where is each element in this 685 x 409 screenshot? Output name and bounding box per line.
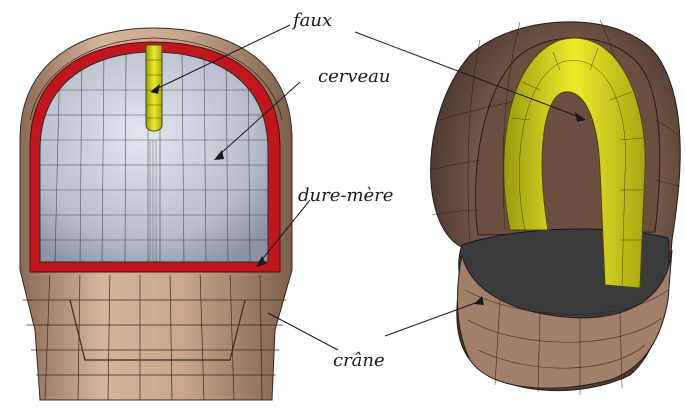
cerveau-label: cerveau — [318, 66, 390, 87]
cutaway-3d-model — [430, 20, 680, 395]
faux-label: faux — [293, 10, 332, 31]
front-section-model — [20, 28, 292, 400]
dure-mere-label: dure-mère — [298, 185, 393, 206]
crane-label: crâne — [333, 350, 385, 371]
crane-leader-left — [268, 313, 338, 350]
